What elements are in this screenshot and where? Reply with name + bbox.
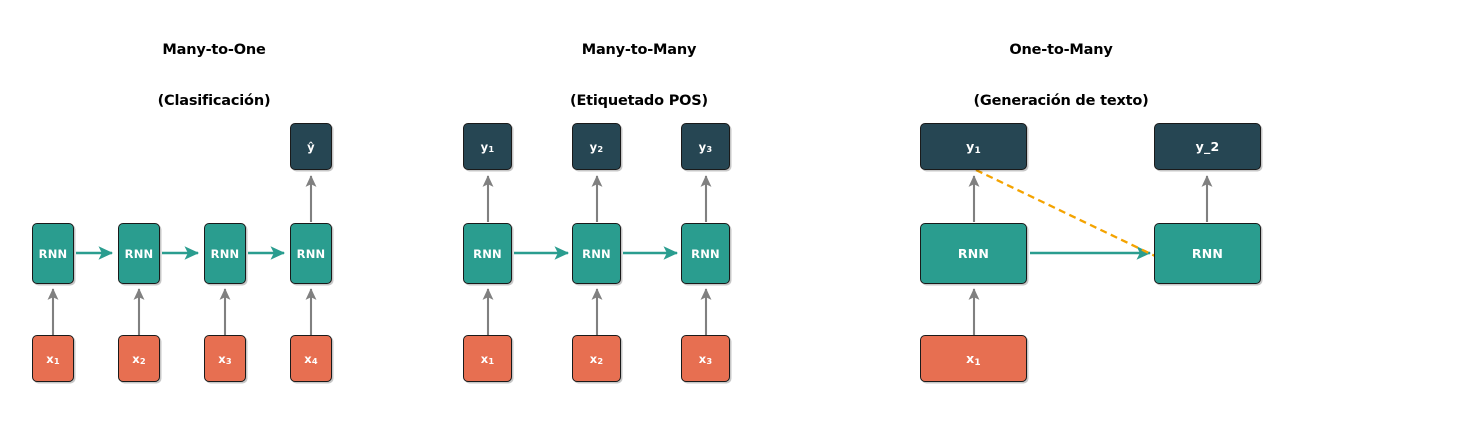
panel1-rnn-cell-3[interactable]: RNN: [204, 223, 246, 284]
node-label: RNN: [296, 246, 326, 261]
panel-title-line1: Many-to-Many: [581, 42, 697, 58]
node-label: RNN: [124, 246, 154, 261]
panel3-output-edges: [968, 175, 1213, 222]
node-label: y2: [589, 139, 604, 155]
panel-title-one-to-many: One-to-Many (Generación de texto): [907, 8, 1215, 144]
panel-title-line1: One-to-Many: [1009, 42, 1113, 58]
panel1-input-node-1[interactable]: x1: [32, 335, 74, 382]
panel-title-line2: (Clasificación): [157, 93, 271, 109]
panel2-input-node-3[interactable]: x3: [681, 335, 730, 382]
panel3-rnn-cell-2[interactable]: RNN: [1154, 223, 1261, 284]
panel1-output-node-1[interactable]: ŷ: [290, 123, 332, 170]
panel2-input-node-1[interactable]: x1: [463, 335, 512, 382]
node-label: ŷ: [307, 139, 315, 154]
panel3-output-node-2[interactable]: y_2: [1154, 123, 1261, 170]
panel1-rnn-cell-4[interactable]: RNN: [290, 223, 332, 284]
panel2-rnn-cell-1[interactable]: RNN: [463, 223, 512, 284]
panel2-input-edges: [482, 288, 712, 335]
panel2-input-node-2[interactable]: x2: [572, 335, 621, 382]
panel-title-line2: (Etiquetado POS): [570, 93, 708, 109]
node-label: x2: [132, 351, 146, 367]
node-label: RNN: [210, 246, 240, 261]
node-label: y3: [698, 139, 713, 155]
panel1-rnn-cell-2[interactable]: RNN: [118, 223, 160, 284]
panel1-input-node-4[interactable]: x4: [290, 335, 332, 382]
node-label: y1: [966, 139, 981, 156]
panel1-rnn-cell-1[interactable]: RNN: [32, 223, 74, 284]
panel1-input-node-2[interactable]: x2: [118, 335, 160, 382]
node-label: x3: [218, 351, 232, 367]
node-label: y1: [480, 139, 495, 155]
panel2-rnn-cell-3[interactable]: RNN: [681, 223, 730, 284]
node-label: RNN: [582, 246, 611, 261]
node-label: x1: [966, 351, 981, 368]
panel2-output-node-2[interactable]: y2: [572, 123, 621, 170]
panel2-output-node-3[interactable]: y3: [681, 123, 730, 170]
node-label: x2: [589, 351, 604, 367]
panel-title-many-to-many: Many-to-Many (Etiquetado POS): [485, 8, 793, 144]
node-label: x3: [698, 351, 713, 367]
panel3-rnn-cell-1[interactable]: RNN: [920, 223, 1027, 284]
panel3-input-node-1[interactable]: x1: [920, 335, 1027, 382]
panel-title-line2: (Generación de texto): [973, 93, 1149, 109]
node-label: RNN: [473, 246, 502, 261]
panel-title-line1: Many-to-One: [162, 42, 266, 58]
node-label: RNN: [957, 246, 990, 261]
node-label: y_2: [1195, 139, 1220, 154]
node-label: x4: [304, 351, 318, 367]
panel3-output-node-1[interactable]: y1: [920, 123, 1027, 170]
panel-title-many-to-one: Many-to-One (Clasificación): [60, 8, 368, 144]
node-label: x1: [480, 351, 495, 367]
node-label: RNN: [691, 246, 720, 261]
panel2-rnn-cell-2[interactable]: RNN: [572, 223, 621, 284]
panel2-output-edges: [482, 175, 712, 222]
node-label: RNN: [38, 246, 68, 261]
panel1-input-edges: [47, 288, 317, 335]
panel1-input-node-3[interactable]: x3: [204, 335, 246, 382]
node-label: RNN: [1191, 246, 1224, 261]
node-label: x1: [46, 351, 60, 367]
panel2-output-node-1[interactable]: y1: [463, 123, 512, 170]
